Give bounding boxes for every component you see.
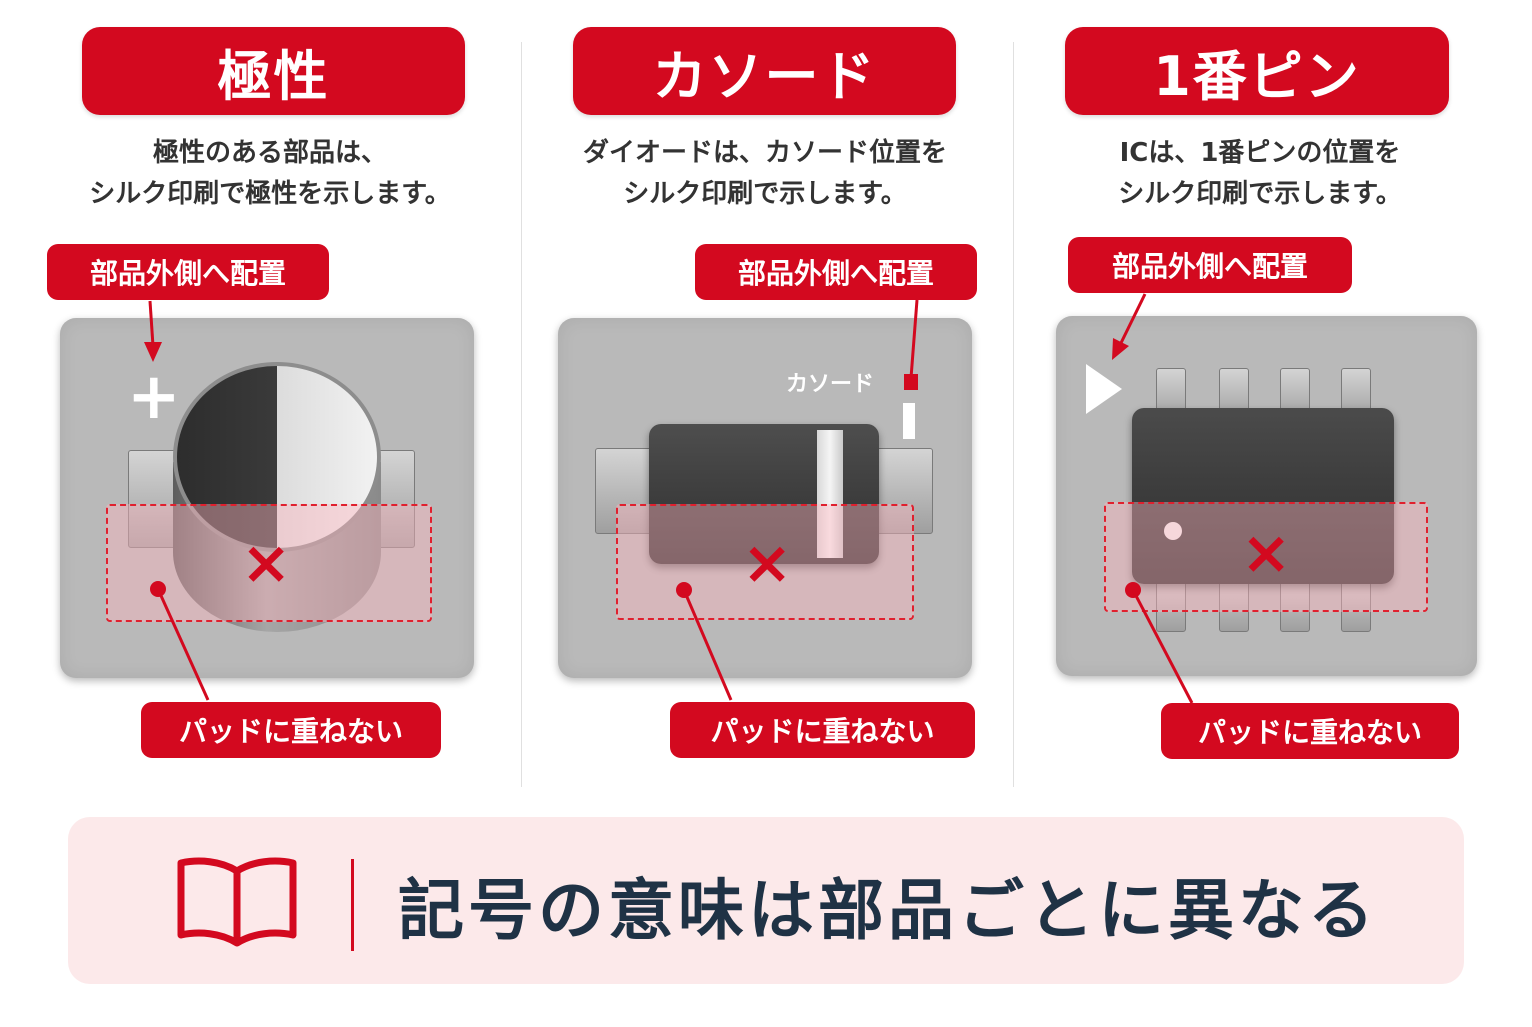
callout-no-pad-overlap: パッドに重ねない [141, 702, 441, 758]
plus-marker: + [127, 360, 181, 434]
no-overlap-zone [1104, 502, 1428, 612]
callout-no-pad-overlap: パッドに重ねない [1161, 703, 1459, 759]
solder-pad-right [871, 448, 933, 534]
callout-place-outside: 部品外側へ配置 [695, 244, 977, 300]
description-line: シルク印刷で極性を示します。 [89, 179, 451, 209]
x-mark: × [742, 528, 793, 598]
no-overlap-zone [106, 504, 432, 622]
ic-body [1132, 408, 1394, 584]
diode-body [649, 424, 879, 564]
pcb-board: カソード × [558, 318, 972, 678]
callout-place-outside: 部品外側へ配置 [47, 244, 329, 300]
pin1-dot [1164, 522, 1182, 540]
column-divider [1013, 42, 1014, 787]
footer-message: 記号の意味は部品ごとに異なる [398, 872, 1378, 949]
pcb-board: × [1056, 316, 1477, 676]
solder-pad-left [595, 448, 657, 534]
cathode-band [817, 430, 843, 558]
panel-title: 1番ピン [1065, 27, 1449, 115]
footer-banner: 記号の意味は部品ごとに異なる [68, 817, 1464, 984]
description-line: ダイオードは、カソード位置を [582, 138, 947, 168]
pcb-board: + × [60, 318, 474, 678]
callout-no-pad-overlap: パッドに重ねない [670, 702, 975, 758]
pin1-triangle-marker [1086, 364, 1122, 414]
description-line: 極性のある部品は、 [152, 138, 387, 168]
panel-pin1: 1番ピン ICは、1番ピンの位置を シルク印刷で示します。 部品外側へ配置 × … [1015, 0, 1505, 800]
panel-polarity: 極性 極性のある部品は、 シルク印刷で極性を示します。 部品外側へ配置 + × … [25, 0, 515, 800]
panel-description: 極性のある部品は、 シルク印刷で極性を示します。 [25, 133, 515, 215]
column-divider [521, 42, 522, 787]
cathode-silk-bar [903, 403, 915, 439]
leader-lines [1112, 293, 1194, 704]
x-mark: × [1241, 518, 1292, 588]
leader-lines [144, 300, 210, 701]
cathode-label: カソード [786, 372, 875, 397]
book-icon [177, 857, 297, 947]
x-mark: × [241, 528, 292, 598]
panel-description: ダイオードは、カソード位置を シルク印刷で示します。 [520, 133, 1010, 215]
panel-cathode: カソード ダイオードは、カソード位置を シルク印刷で示します。 部品外側へ配置 … [520, 0, 1010, 800]
panel-description: ICは、1番ピンの位置を シルク印刷で示します。 [1015, 133, 1505, 215]
description-line: ICは、1番ピンの位置を [1119, 138, 1401, 168]
description-line: シルク印刷で示します。 [623, 179, 907, 209]
description-line: シルク印刷で示します。 [1118, 179, 1402, 209]
panel-title: カソード [573, 27, 956, 115]
leader-lines [676, 299, 919, 701]
electrolytic-capacitor [173, 362, 381, 652]
footer-separator [351, 859, 354, 951]
panel-title: 極性 [82, 27, 465, 115]
callout-place-outside: 部品外側へ配置 [1068, 237, 1352, 293]
no-overlap-zone [616, 504, 914, 620]
